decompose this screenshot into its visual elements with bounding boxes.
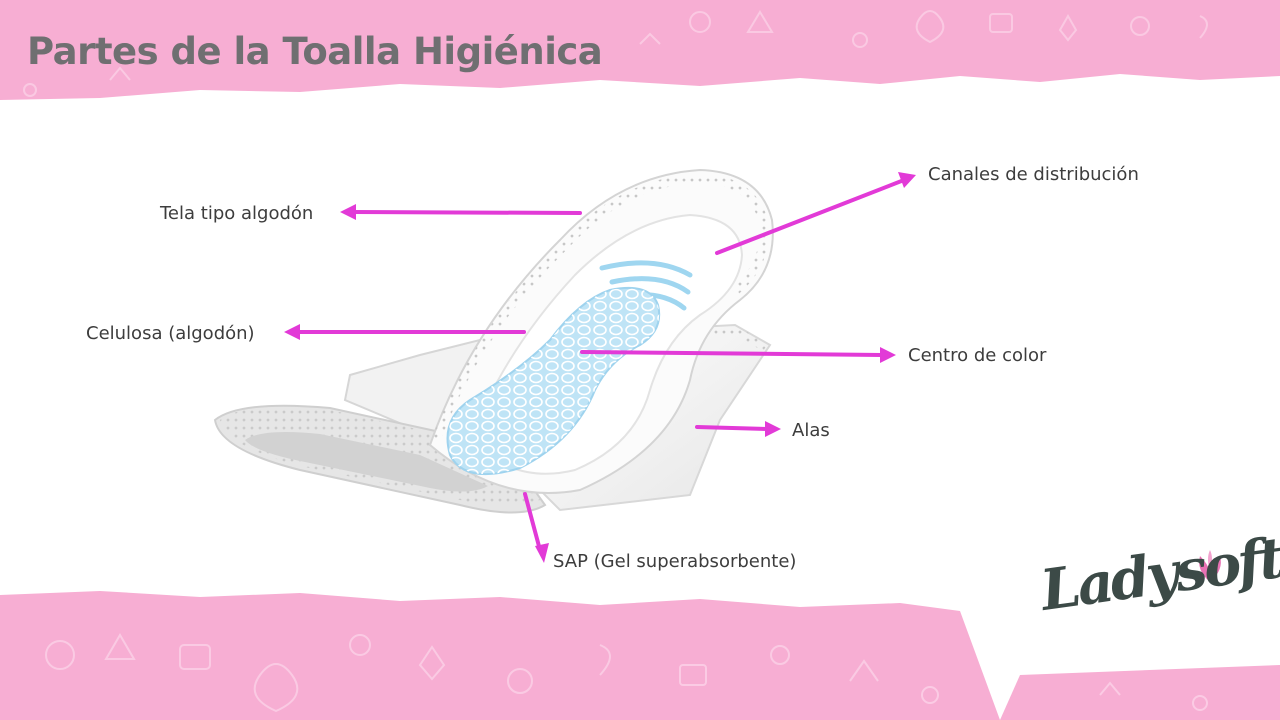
arrow-icon-sap bbox=[523, 492, 549, 563]
label-alas: Alas bbox=[792, 420, 830, 441]
header-pink-band bbox=[0, 0, 1280, 100]
arrow-icon-canales bbox=[715, 172, 916, 255]
label-celulosa: Celulosa (algodón) bbox=[86, 323, 255, 344]
arrow-icon-alas bbox=[695, 421, 781, 437]
label-centro-de-color: Centro de color bbox=[908, 345, 1047, 366]
footer-pink-band bbox=[0, 591, 1280, 720]
ladysoft-logo: Ladysoft bbox=[1037, 525, 1280, 648]
arrow-icon-centro bbox=[580, 347, 896, 363]
label-tela-tipo-algodon: Tela tipo algodón bbox=[160, 203, 314, 224]
arrows bbox=[284, 172, 916, 563]
arrow-icon-tela bbox=[340, 204, 582, 220]
slide-title: Partes de la Toalla Higiénica bbox=[27, 30, 603, 73]
sanitary-pad-illustration bbox=[213, 168, 774, 514]
label-canales-de-distribucion: Canales de distribución bbox=[928, 164, 1139, 185]
flower-icon bbox=[1199, 550, 1221, 582]
label-sap: SAP (Gel superabsorbente) bbox=[553, 551, 797, 572]
arrow-icon-celulosa bbox=[284, 324, 526, 340]
